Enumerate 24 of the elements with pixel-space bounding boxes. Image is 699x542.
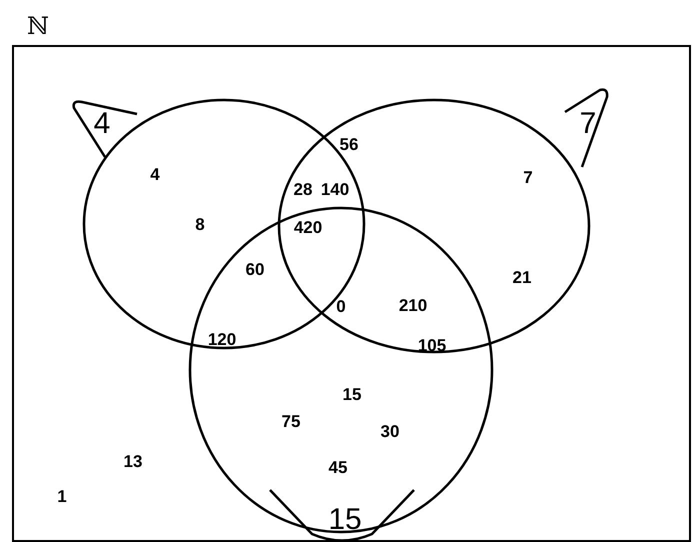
region-count: 210 [398, 297, 428, 315]
region-count: 420 [294, 219, 322, 237]
region-count: 30 [380, 423, 400, 441]
region-count: 140 [320, 181, 350, 199]
universe-rectangle [12, 45, 691, 542]
region-count: 45 [328, 459, 348, 477]
set-label: 7 [580, 109, 596, 139]
region-count: 120 [208, 331, 236, 349]
region-count: 4 [150, 166, 160, 184]
region-count: 7 [523, 169, 533, 187]
region-count: 8 [195, 216, 205, 234]
region-count: 60 [246, 261, 264, 279]
set-label: 15 [328, 505, 362, 535]
region-count: 1 [57, 488, 67, 506]
region-count: 75 [282, 413, 300, 431]
region-count: 0 [336, 298, 346, 316]
region-count: 56 [340, 136, 358, 154]
set-label: 4 [94, 109, 110, 139]
region-count: 13 [124, 453, 142, 471]
set-symbol: ℕ [27, 11, 49, 41]
region-count: 28 [294, 181, 312, 199]
region-count: 15 [342, 386, 362, 404]
region-count: 105 [418, 337, 446, 355]
region-count: 21 [512, 269, 532, 287]
